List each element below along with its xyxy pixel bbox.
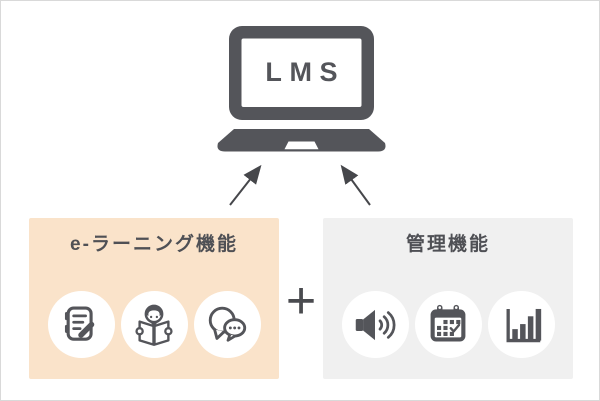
- icon-circle: [47, 291, 115, 358]
- laptop-base: [217, 129, 386, 152]
- icon-circle: [414, 291, 482, 358]
- calendar-check-icon: [430, 304, 466, 341]
- memo-pencil-icon: [64, 305, 95, 341]
- arrow-left-icon: [229, 164, 262, 206]
- icon-circle: [193, 291, 261, 358]
- lms-screen-label: LMS: [265, 57, 346, 87]
- chat-bubbles-icon: [208, 306, 247, 342]
- bar-chart-icon: [506, 308, 542, 342]
- laptop-base-notch: [284, 141, 319, 150]
- panel-management-icons: [323, 291, 573, 358]
- arrow-right-icon: [340, 164, 371, 206]
- panel-elearning: e-ラーニング機能: [29, 218, 279, 379]
- plus-sign: +: [285, 272, 317, 330]
- icon-circle: [120, 291, 188, 358]
- laptop-screen: [241, 38, 362, 107]
- panel-management-title: 管理機能: [405, 234, 490, 255]
- icon-circle: [487, 291, 555, 358]
- speaker-icon: [355, 309, 396, 340]
- reading-book-icon: [135, 304, 173, 346]
- icon-circle: [341, 291, 409, 358]
- panel-elearning-title: e-ラーニング機能: [70, 234, 238, 255]
- panel-elearning-icons: [29, 291, 279, 358]
- panel-management: 管理機能: [323, 218, 573, 379]
